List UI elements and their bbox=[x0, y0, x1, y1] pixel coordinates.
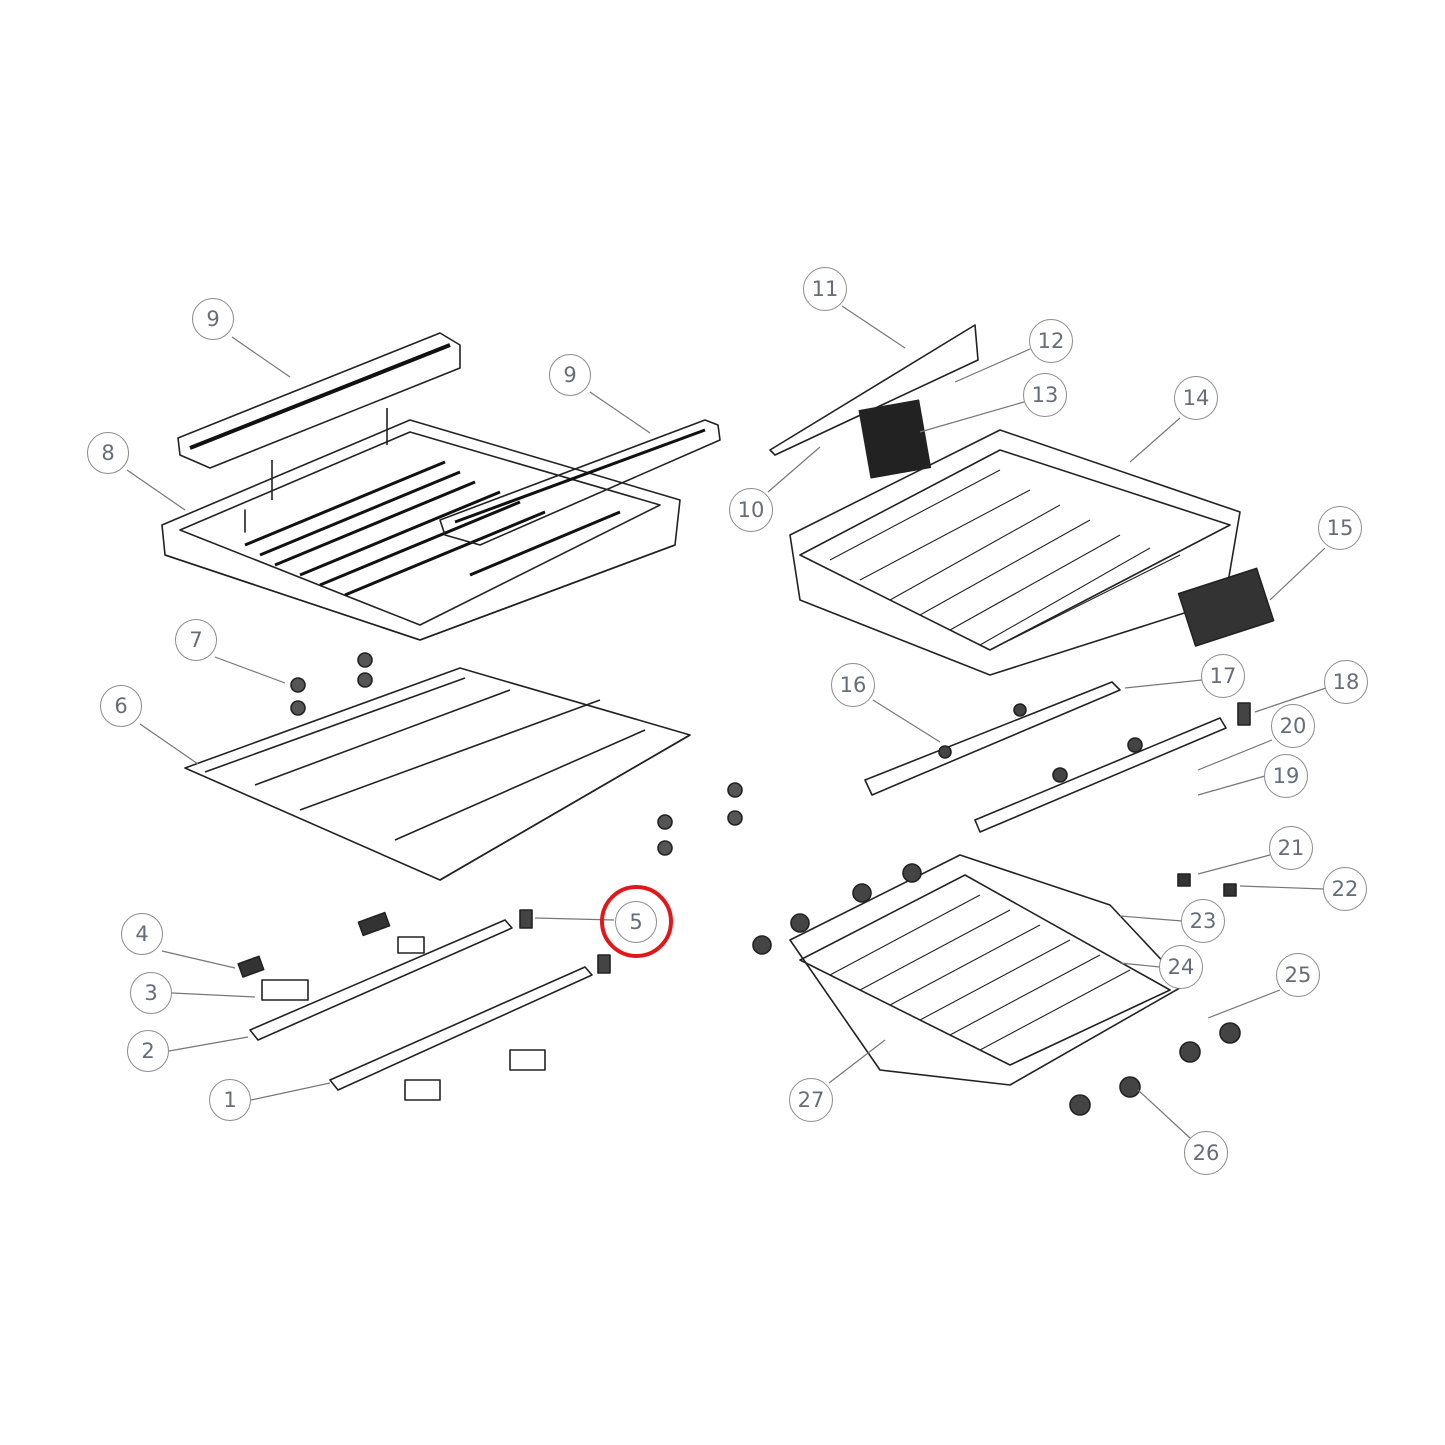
callout-7: 7 bbox=[175, 619, 217, 661]
rack-adjusters-drawing bbox=[864, 681, 1251, 833]
upper-wire-rack-drawing bbox=[769, 324, 1275, 676]
callout-8: 8 bbox=[87, 432, 129, 474]
lower-wire-rack-drawing bbox=[752, 854, 1241, 1116]
callout-26: 26 bbox=[1184, 1131, 1228, 1175]
highlight-circle-part-5 bbox=[600, 885, 673, 958]
callout-19: 19 bbox=[1264, 754, 1308, 798]
callout-9-left: 9 bbox=[192, 298, 234, 340]
callout-16: 16 bbox=[831, 663, 875, 707]
callout-25: 25 bbox=[1276, 953, 1320, 997]
callout-11: 11 bbox=[803, 267, 847, 311]
callout-24: 24 bbox=[1159, 945, 1203, 989]
callout-23: 23 bbox=[1181, 899, 1225, 943]
callout-13: 13 bbox=[1023, 373, 1067, 417]
callout-4: 4 bbox=[121, 913, 163, 955]
callout-12: 12 bbox=[1029, 319, 1073, 363]
callout-17: 17 bbox=[1201, 654, 1245, 698]
callout-21: 21 bbox=[1269, 826, 1313, 870]
upper-rack-frame-drawing bbox=[184, 652, 743, 881]
cutlery-insert-left-drawing bbox=[177, 332, 461, 500]
leader-lines bbox=[126, 305, 1327, 1139]
callout-27: 27 bbox=[789, 1078, 833, 1122]
callout-6: 6 bbox=[100, 685, 142, 727]
callout-2: 2 bbox=[127, 1030, 169, 1072]
callout-10: 10 bbox=[729, 488, 773, 532]
cutlery-insert-right-drawing bbox=[439, 419, 721, 546]
callout-3: 3 bbox=[130, 972, 172, 1014]
callout-1: 1 bbox=[209, 1079, 251, 1121]
callout-22: 22 bbox=[1323, 867, 1367, 911]
rails-drawing bbox=[237, 909, 611, 1101]
cutlery-tray-drawing bbox=[161, 419, 681, 641]
callout-18: 18 bbox=[1324, 660, 1368, 704]
callout-9-right: 9 bbox=[549, 354, 591, 396]
callout-14: 14 bbox=[1174, 376, 1218, 420]
callout-15: 15 bbox=[1318, 506, 1362, 550]
callout-20: 20 bbox=[1271, 704, 1315, 748]
